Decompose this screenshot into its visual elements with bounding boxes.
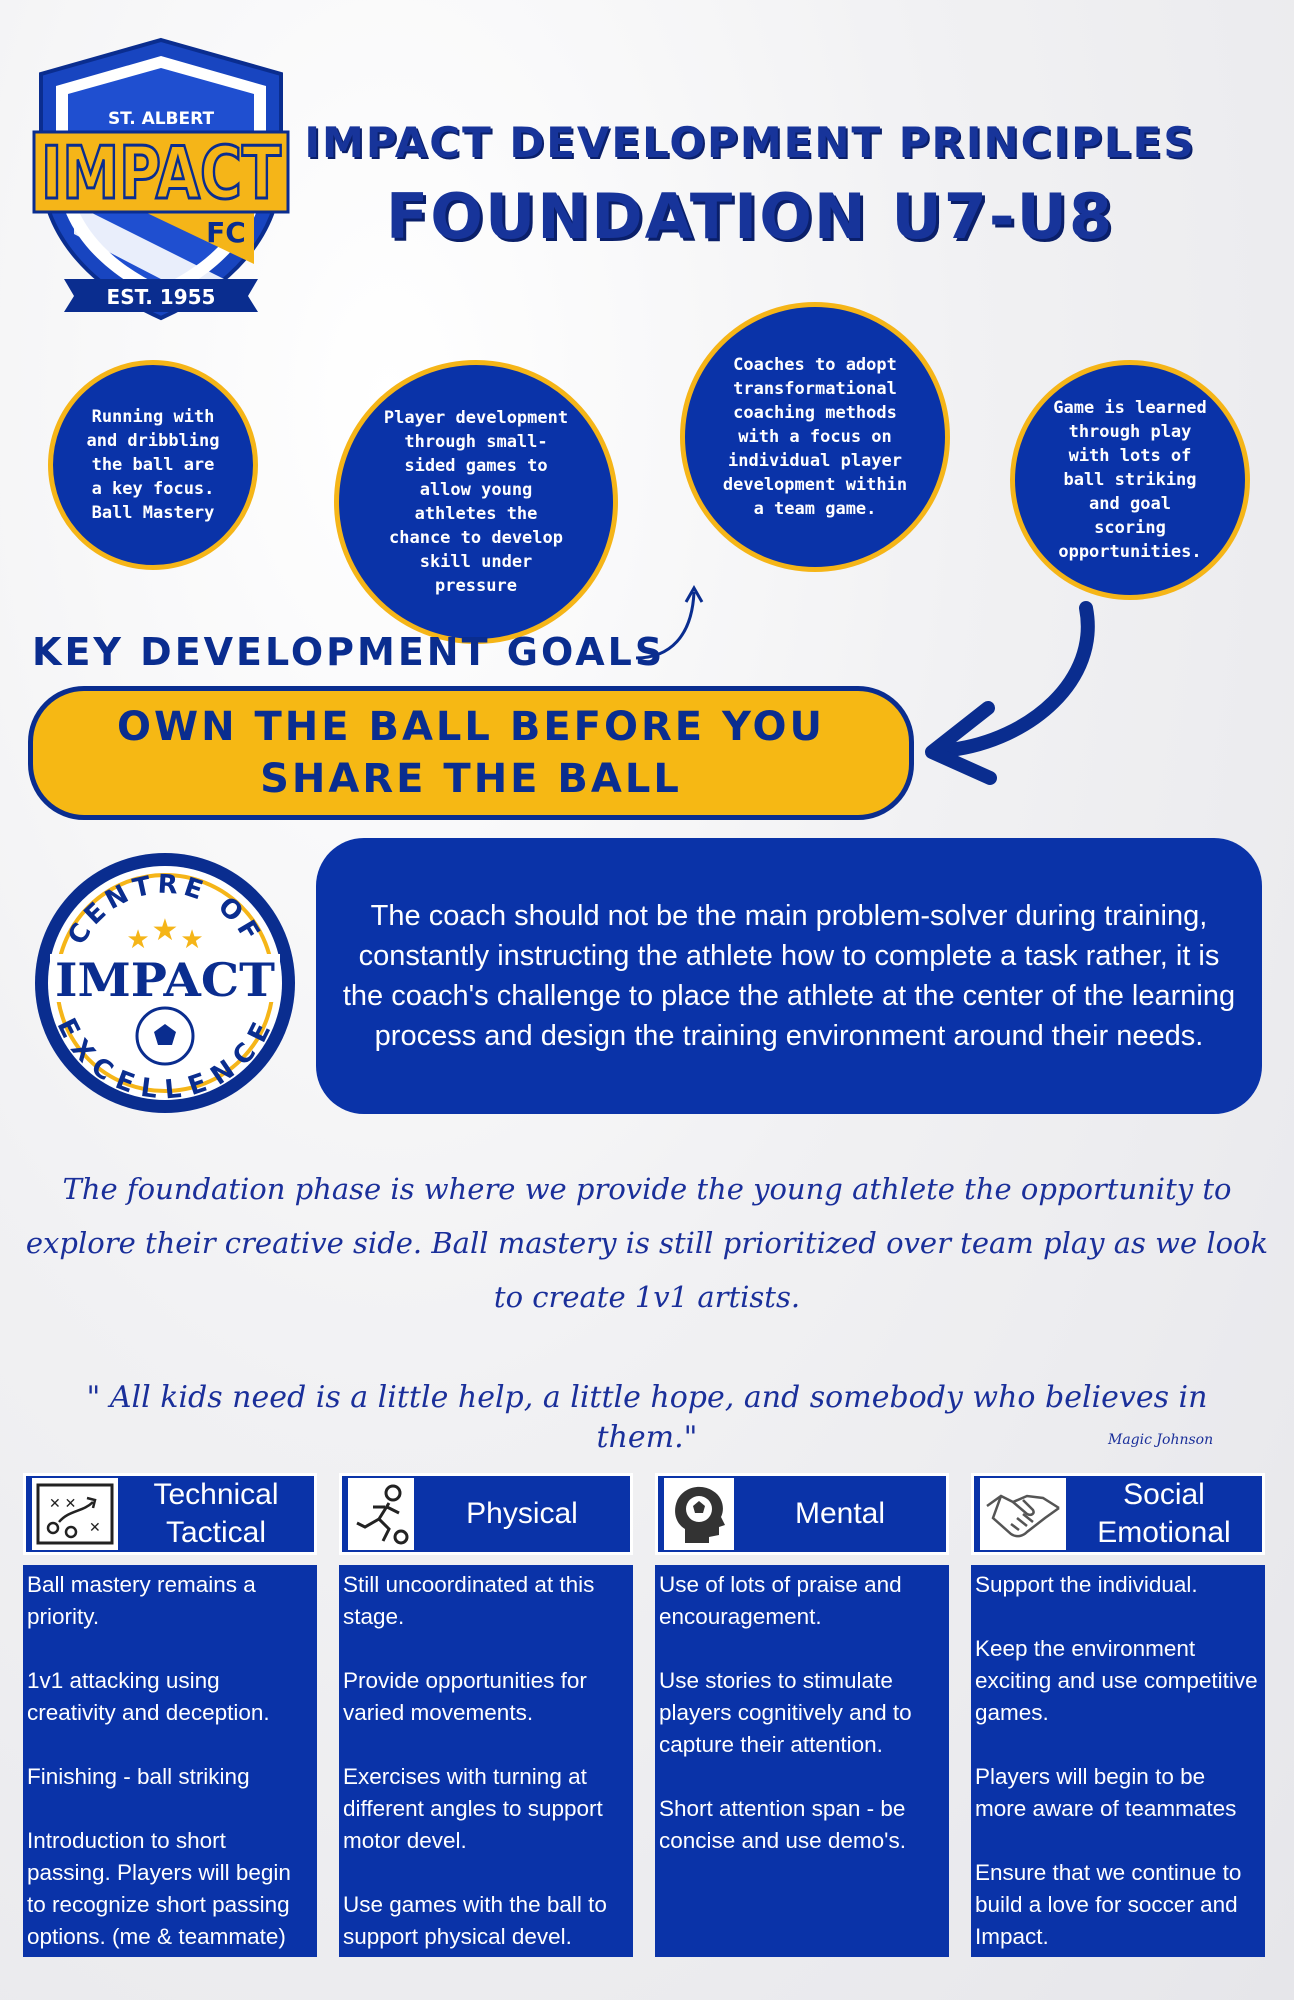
logo-est-text: EST. 1955 — [107, 285, 216, 309]
quote-author: Magic Johnson — [1108, 1432, 1214, 1448]
list-item: Finishing - ball striking — [27, 1764, 250, 1789]
running-player-icon — [348, 1478, 414, 1550]
list-item: Players will begin to be more aware of t… — [975, 1764, 1237, 1821]
svg-text:✕ ✕: ✕ ✕ — [49, 1495, 76, 1511]
column-header-technical: ✕ ✕ ✕ Technical Tactical — [23, 1473, 317, 1555]
big-curved-arrow-icon — [925, 601, 1095, 785]
principle-circle-small-sided: Player development through small-sided g… — [334, 360, 618, 644]
column-header-mental: Mental — [655, 1473, 949, 1555]
excellence-seal-icon: CENTRE OF EXCELLENCE ★ ★ ★ IMPACT — [35, 853, 295, 1113]
coe-middle-text: IMPACT — [55, 953, 275, 1007]
column-body-physical: Still uncoordinated at this stage. Provi… — [339, 1565, 633, 1957]
list-item: Ball mastery remains a priority. — [27, 1572, 256, 1629]
list-item: Short attention span - be concise and us… — [659, 1796, 906, 1853]
column-body-technical: Ball mastery remains a priority. 1v1 att… — [23, 1565, 317, 1957]
list-item: Provide opportunities for varied movemen… — [343, 1668, 587, 1725]
page-title: IMPACT DEVELOPMENT PRINCIPLES — [304, 118, 1196, 167]
column-header-social: Social Emotional — [971, 1473, 1265, 1555]
column-title: Physical — [466, 1497, 578, 1530]
quote-text: " All kids need is a little help, a litt… — [86, 1380, 1208, 1455]
head-ball-icon — [664, 1478, 734, 1550]
column-header-physical: Physical — [339, 1473, 633, 1555]
logo-fc-text: FC — [206, 216, 246, 249]
shield-crest-icon: ST. ALBERT IMPACT FC EST. 1955 — [32, 37, 290, 321]
list-item: Use of lots of praise and encouragement. — [659, 1572, 902, 1629]
star-icon: ★ — [180, 925, 203, 955]
key-goals-label: KEY DEVELOPMENT GOALS — [32, 630, 666, 674]
curved-arrow-icon — [635, 584, 704, 660]
star-icon: ★ — [126, 925, 149, 955]
list-item: Support the individual. — [975, 1572, 1198, 1597]
page-subtitle: FOUNDATION U7-U8 — [385, 180, 1115, 253]
column-title: Mental — [794, 1497, 886, 1530]
list-item: Keep the environment exciting and use co… — [975, 1636, 1258, 1725]
logo-main-text: IMPACT — [41, 131, 281, 215]
principle-circle-play: Game is learned through play with lots o… — [1010, 360, 1250, 600]
column-body-social: Support the individual. Keep the environ… — [971, 1565, 1265, 1957]
list-item: Still uncoordinated at this stage. — [343, 1572, 595, 1629]
principle-circle-ball-mastery: Running with and dribbling the ball are … — [48, 360, 258, 570]
tactics-board-icon: ✕ ✕ ✕ — [32, 1478, 118, 1550]
list-item: Use stories to stimulate players cogniti… — [659, 1668, 912, 1757]
column-title: Social Emotional — [1097, 1478, 1231, 1549]
coach-statement: The coach should not be the main problem… — [316, 838, 1262, 1114]
foundation-phase-text: The foundation phase is where we provide… — [25, 1172, 1269, 1314]
list-item: Exercises with turning at different angl… — [343, 1764, 603, 1853]
svg-text:✕: ✕ — [89, 1519, 101, 1535]
star-icon: ★ — [152, 913, 179, 948]
list-item: 1v1 attacking using creativity and decep… — [27, 1668, 270, 1725]
principle-circle-coaching: Coaches to adopt transformational coachi… — [680, 302, 950, 572]
logo-top-text: ST. ALBERT — [108, 109, 215, 129]
club-logo: ST. ALBERT IMPACT FC EST. 1955 — [26, 34, 296, 324]
list-item: Introduction to short passing. Players w… — [27, 1828, 291, 1949]
centre-of-excellence-badge: CENTRE OF EXCELLENCE ★ ★ ★ IMPACT — [30, 848, 300, 1118]
column-title: Technical Tactical — [153, 1478, 279, 1549]
column-body-mental: Use of lots of praise and encouragement.… — [655, 1565, 949, 1957]
list-item: Use games with the ball to support physi… — [343, 1892, 607, 1949]
list-item: Ensure that we continue to build a love … — [975, 1860, 1242, 1949]
handshake-icon — [980, 1478, 1066, 1550]
goal-banner: OWN THE BALL BEFORE YOU SHARE THE BALL — [28, 686, 914, 820]
